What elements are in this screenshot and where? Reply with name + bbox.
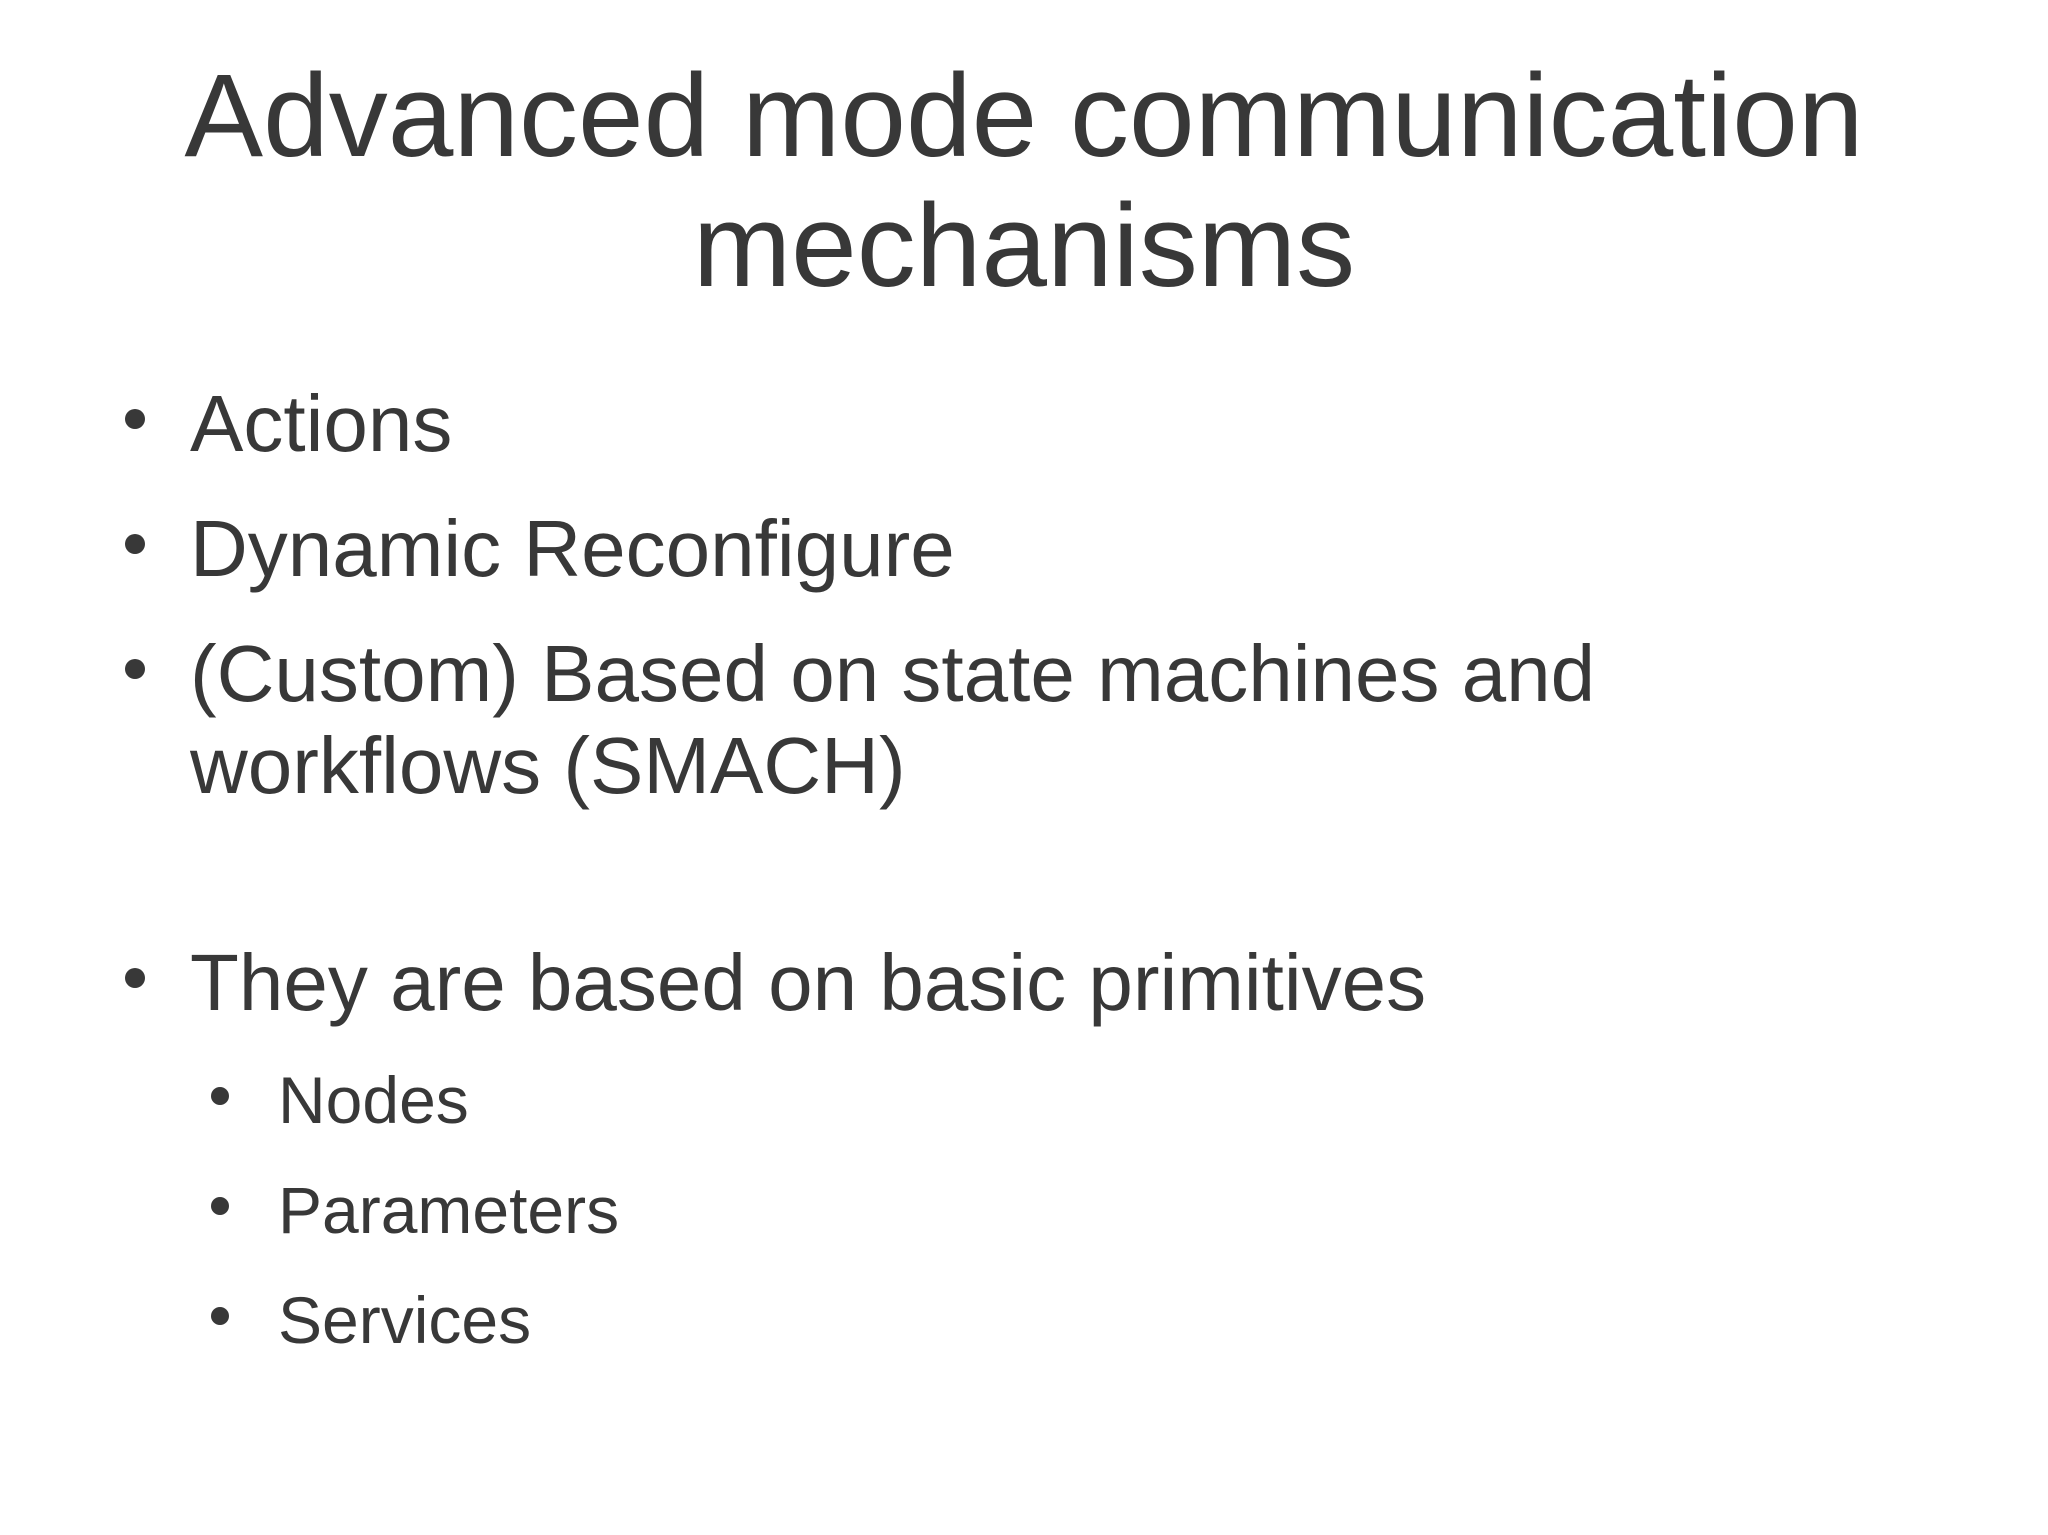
- bullet-text: Actions: [190, 378, 453, 468]
- bullet-text: (Custom) Based on state machines and wor…: [190, 628, 1596, 810]
- bullet-item: They are based on basic primitives: [0, 937, 2048, 1029]
- sub-bullet-text: Nodes: [278, 1062, 469, 1137]
- bullet-item: Actions: [0, 378, 2048, 470]
- bullet-item: (Custom) Based on state machines and wor…: [0, 628, 2048, 812]
- slide-title: Advanced mode communication mechanisms: [184, 50, 1864, 312]
- bullet-dot-icon: [125, 658, 145, 679]
- bullet-dot-icon: [125, 533, 145, 554]
- sub-bullet-item: Parameters: [0, 1172, 2048, 1248]
- bullet-text: They are based on basic primitives: [190, 937, 1427, 1027]
- bullet-list-level2: Nodes Parameters Services: [0, 1062, 2048, 1358]
- bullet-list-level1: Actions Dynamic Reconfigure (Custom) Bas…: [0, 378, 2048, 1029]
- bullet-dot-icon: [211, 1306, 229, 1325]
- sub-bullet-item: Services: [0, 1282, 2048, 1358]
- bullet-dot-icon: [125, 967, 145, 988]
- bullet-dot-icon: [211, 1086, 229, 1105]
- sub-bullet-text: Services: [278, 1282, 532, 1357]
- sub-bullet-item: Nodes: [0, 1062, 2048, 1138]
- sub-bullet-text: Parameters: [278, 1172, 620, 1247]
- bullet-dot-icon: [125, 408, 145, 429]
- bullet-dot-icon: [211, 1196, 229, 1215]
- bullet-text: Dynamic Reconfigure: [190, 503, 955, 593]
- bullet-item: Dynamic Reconfigure: [0, 503, 2048, 595]
